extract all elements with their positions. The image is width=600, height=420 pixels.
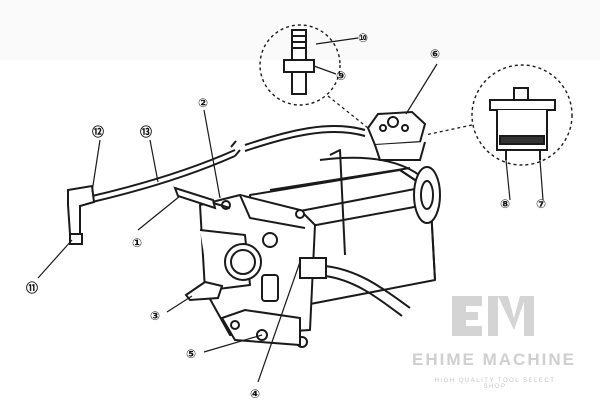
callout-1: ① — [132, 236, 142, 250]
detail-circle-fitting — [259, 24, 369, 129]
callout-label-6: ⑥ — [430, 47, 440, 61]
callout-label-13: ⑬ — [140, 124, 152, 139]
watermark-brand: EHIME MACHINE — [412, 350, 576, 369]
callout-label-12: ⑫ — [92, 124, 104, 139]
callout-10: ⑩ — [358, 31, 368, 45]
callout-label-5: ⑤ — [186, 347, 196, 361]
watermark-logo: EM — [452, 296, 534, 336]
callout-2: ② — [198, 96, 208, 110]
fitting-parts-9-10 — [283, 29, 315, 95]
leader-lines — [37, 37, 544, 383]
callout-4: ④ — [250, 387, 260, 401]
callout-label-9: ⑨ — [336, 69, 346, 83]
lever-part-1 — [173, 186, 231, 210]
callout-label-2: ② — [198, 96, 208, 110]
callout-7: ⑦ — [536, 197, 546, 211]
callout-9: ⑨ — [336, 69, 346, 83]
hose-part-13 — [87, 125, 366, 204]
callout-13: ⑬ — [140, 124, 152, 139]
callout-label-8: ⑧ — [500, 197, 510, 211]
callout-label-1: ① — [132, 236, 142, 250]
callout-12: ⑫ — [92, 124, 104, 139]
callout-label-4: ④ — [250, 387, 260, 401]
callouts: ① ② ③ ④ ⑤ ⑥ ⑦ ⑧ ⑨ ⑩ ⑪ ⑫ ⑬ — [26, 31, 546, 401]
callout-8: ⑧ — [500, 197, 510, 211]
end-flange — [413, 166, 441, 224]
valve-parts-7-8 — [489, 87, 556, 160]
outlet-hose-part-4 — [299, 257, 411, 317]
callout-3: ③ — [150, 309, 160, 323]
watermark-tagline: HIGH QUALITY TOOL SELECT SHOP — [434, 378, 556, 390]
callout-5: ⑤ — [186, 347, 196, 361]
callout-label-10: ⑩ — [358, 31, 368, 45]
callout-6: ⑥ — [430, 47, 440, 61]
callout-label-3: ③ — [150, 309, 160, 323]
elbow-fitting-part-12 — [67, 184, 96, 245]
callout-label-11: ⑪ — [26, 280, 38, 295]
oil-cap-part-6 — [366, 110, 427, 161]
bracket-part-3 — [184, 280, 224, 302]
detail-circle-valve — [424, 64, 573, 166]
callout-11: ⑪ — [26, 280, 38, 295]
callout-label-7: ⑦ — [536, 197, 546, 211]
